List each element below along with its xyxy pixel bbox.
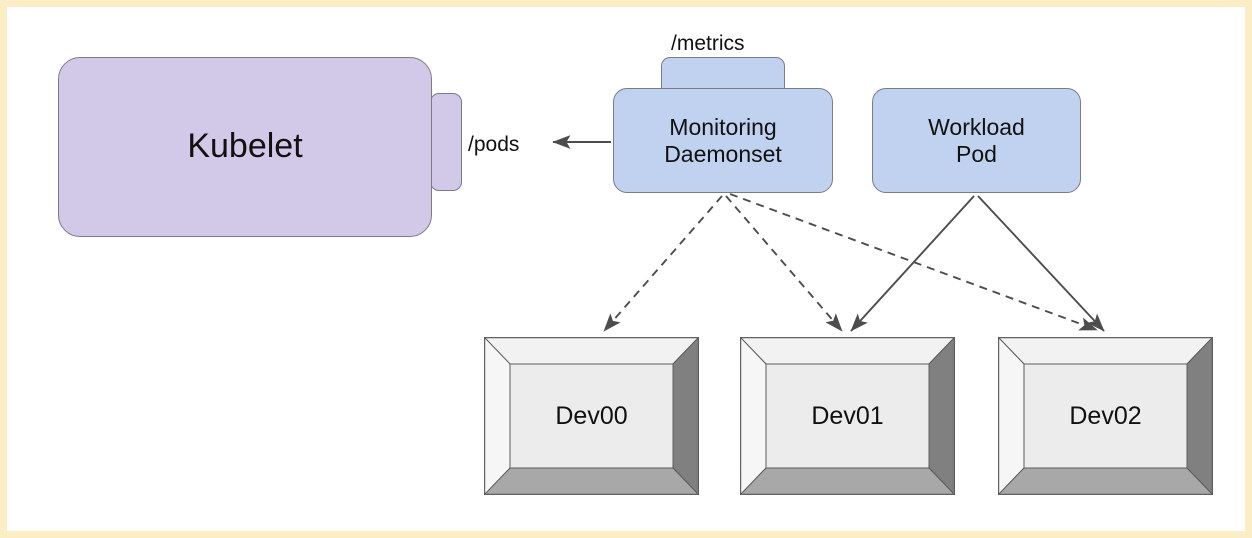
kubelet-label: Kubelet [187, 127, 303, 166]
node-workload-pod[interactable]: Workload Pod [872, 88, 1081, 193]
workload-pod-label-line2: Pod [956, 140, 997, 167]
device-label-dev01: Dev01 [811, 401, 884, 430]
metrics-endpoint-label: /metrics [671, 32, 745, 55]
node-monitoring-daemonset[interactable]: Monitoring Daemonset [613, 88, 833, 193]
device-label-dev00: Dev00 [555, 401, 628, 430]
device-frame-icon [998, 337, 1213, 495]
workload-pod-label-line1: Workload [928, 113, 1025, 140]
node-device-dev02[interactable]: Dev02 [998, 337, 1213, 495]
device-label-dev02: Dev02 [1069, 401, 1142, 430]
node-kubelet[interactable]: Kubelet [58, 57, 432, 237]
kubelet-pods-endpoint-tab[interactable] [430, 93, 462, 191]
pods-endpoint-label: /pods [468, 133, 520, 156]
device-frame-icon [484, 337, 699, 495]
monitoring-daemonset-label: Monitoring Daemonset [664, 114, 782, 167]
workload-pod-label: Workload Pod [928, 114, 1025, 167]
node-device-dev01[interactable]: Dev01 [740, 337, 955, 495]
monitoring-daemonset-label-line1: Monitoring [669, 113, 777, 140]
device-frame-icon [740, 337, 955, 495]
node-device-dev00[interactable]: Dev00 [484, 337, 699, 495]
monitoring-daemonset-label-line2: Daemonset [664, 140, 782, 167]
